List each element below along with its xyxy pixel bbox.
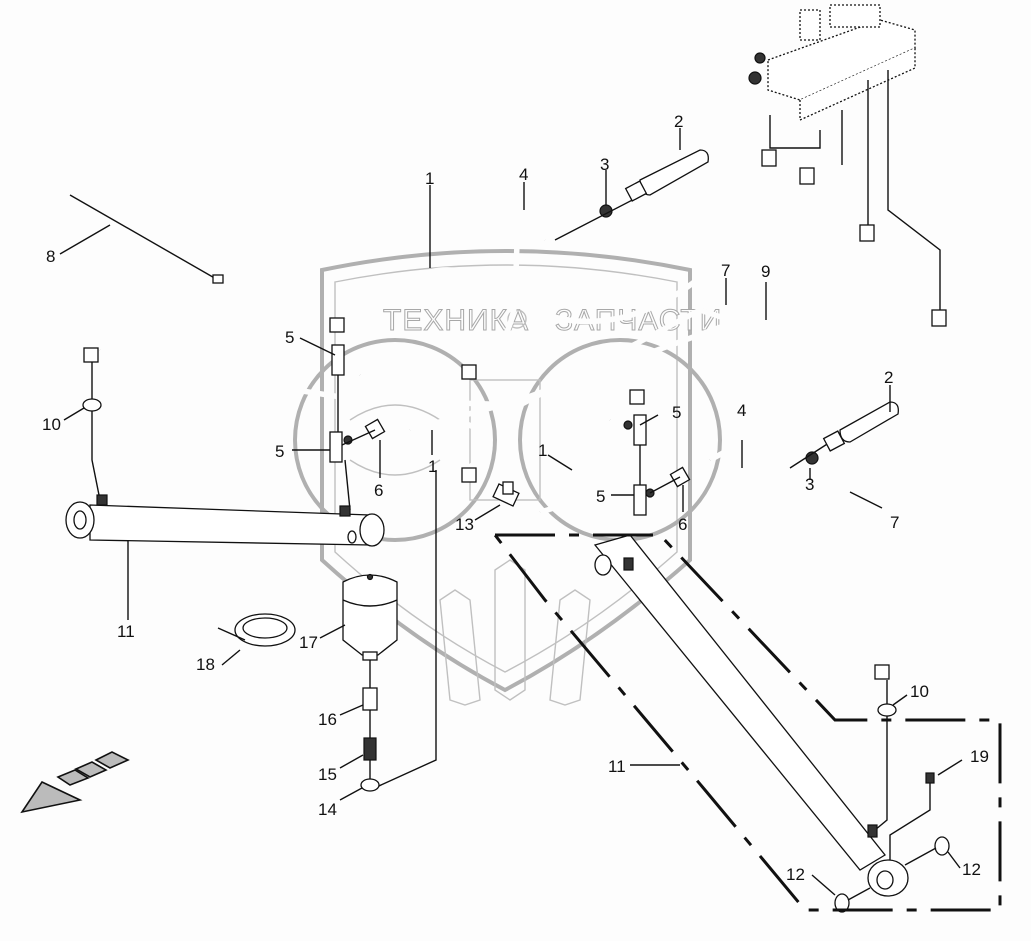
hose-end-nut	[931, 309, 947, 327]
hose-end-nut	[874, 664, 890, 680]
callout-6: 6	[374, 481, 383, 500]
hydraulic-cylinder-left	[65, 494, 385, 547]
hose-end-nut	[761, 149, 777, 167]
callout-7: 7	[721, 261, 730, 280]
callout-6: 6	[678, 515, 687, 534]
washer-10	[82, 398, 102, 412]
callout-4: 4	[519, 165, 528, 184]
front-direction-arrow-icon	[20, 751, 130, 814]
tee-fitting	[331, 344, 345, 376]
hose-end-nut	[83, 347, 99, 363]
callout-17: 17	[299, 633, 318, 652]
tee-13-stem	[502, 481, 514, 495]
hose-end-nut	[859, 224, 875, 242]
tee-fitting	[633, 414, 647, 446]
hydraulic-cylinder-right	[593, 534, 950, 913]
accumulator-fittings	[82, 398, 897, 792]
callout-3: 3	[805, 475, 814, 494]
callout-5: 5	[275, 442, 284, 461]
clamp-18	[217, 613, 296, 647]
callout-9: 9	[761, 262, 770, 281]
callout-11: 11	[608, 757, 626, 776]
callout-2: 2	[884, 368, 893, 387]
watermark-left-word: ТЕХНИКА	[383, 304, 529, 337]
leader-lines	[59, 128, 963, 896]
callout-13: 13	[455, 515, 474, 534]
callout-2: 2	[674, 112, 683, 131]
watermark-gear-icon	[507, 309, 527, 329]
callout-5: 5	[285, 328, 294, 347]
callout-12: 12	[786, 865, 805, 884]
callout-16: 16	[318, 710, 337, 729]
callout-12: 12	[962, 860, 981, 879]
callout-14: 14	[318, 800, 337, 819]
hose-end-nut	[461, 467, 477, 483]
hose-end-nut	[629, 389, 645, 405]
callout-5: 5	[596, 487, 605, 506]
accumulator-2-top	[624, 149, 709, 202]
hose-end-nut	[329, 317, 345, 333]
callout-10: 10	[910, 682, 929, 701]
adapter-16	[362, 687, 378, 711]
callout-1: 1	[428, 457, 437, 476]
tee-fitting	[633, 484, 647, 516]
hose-end-nut	[799, 167, 815, 185]
callout-4: 4	[737, 401, 746, 420]
callout-5: 5	[672, 403, 681, 422]
callout-1: 1	[538, 441, 547, 460]
detail-bracket	[493, 533, 1002, 912]
callout-19: 19	[970, 747, 989, 766]
cable-tie	[69, 194, 224, 284]
bushing-12	[934, 836, 950, 856]
bushing-12	[834, 893, 850, 913]
hose-lines	[91, 160, 943, 831]
callout-10: 10	[42, 415, 61, 434]
callout-18: 18	[196, 655, 215, 674]
adapter	[364, 418, 386, 440]
callout-7: 7	[890, 513, 899, 532]
control-valve-block	[748, 4, 941, 310]
callout-11: 11	[117, 622, 135, 641]
callout-1: 1	[425, 169, 434, 188]
callout-15: 15	[318, 765, 337, 784]
accumulator-2-right	[822, 401, 899, 452]
washer-14	[360, 778, 380, 792]
grease-nipple-19	[925, 772, 935, 784]
tee-fitting	[329, 431, 343, 463]
washer-10	[877, 703, 897, 717]
adapter-15	[363, 737, 377, 761]
callout-3: 3	[600, 155, 609, 174]
callout-8: 8	[46, 247, 55, 266]
accumulator-17	[342, 573, 398, 661]
hose-end-nut	[461, 364, 477, 380]
callout-labels: 1 1 1 2 2 3 3 4 4 5 5 5 5 6 6 7 7 8 9 10…	[42, 112, 989, 884]
watermark-wheat	[439, 559, 591, 706]
